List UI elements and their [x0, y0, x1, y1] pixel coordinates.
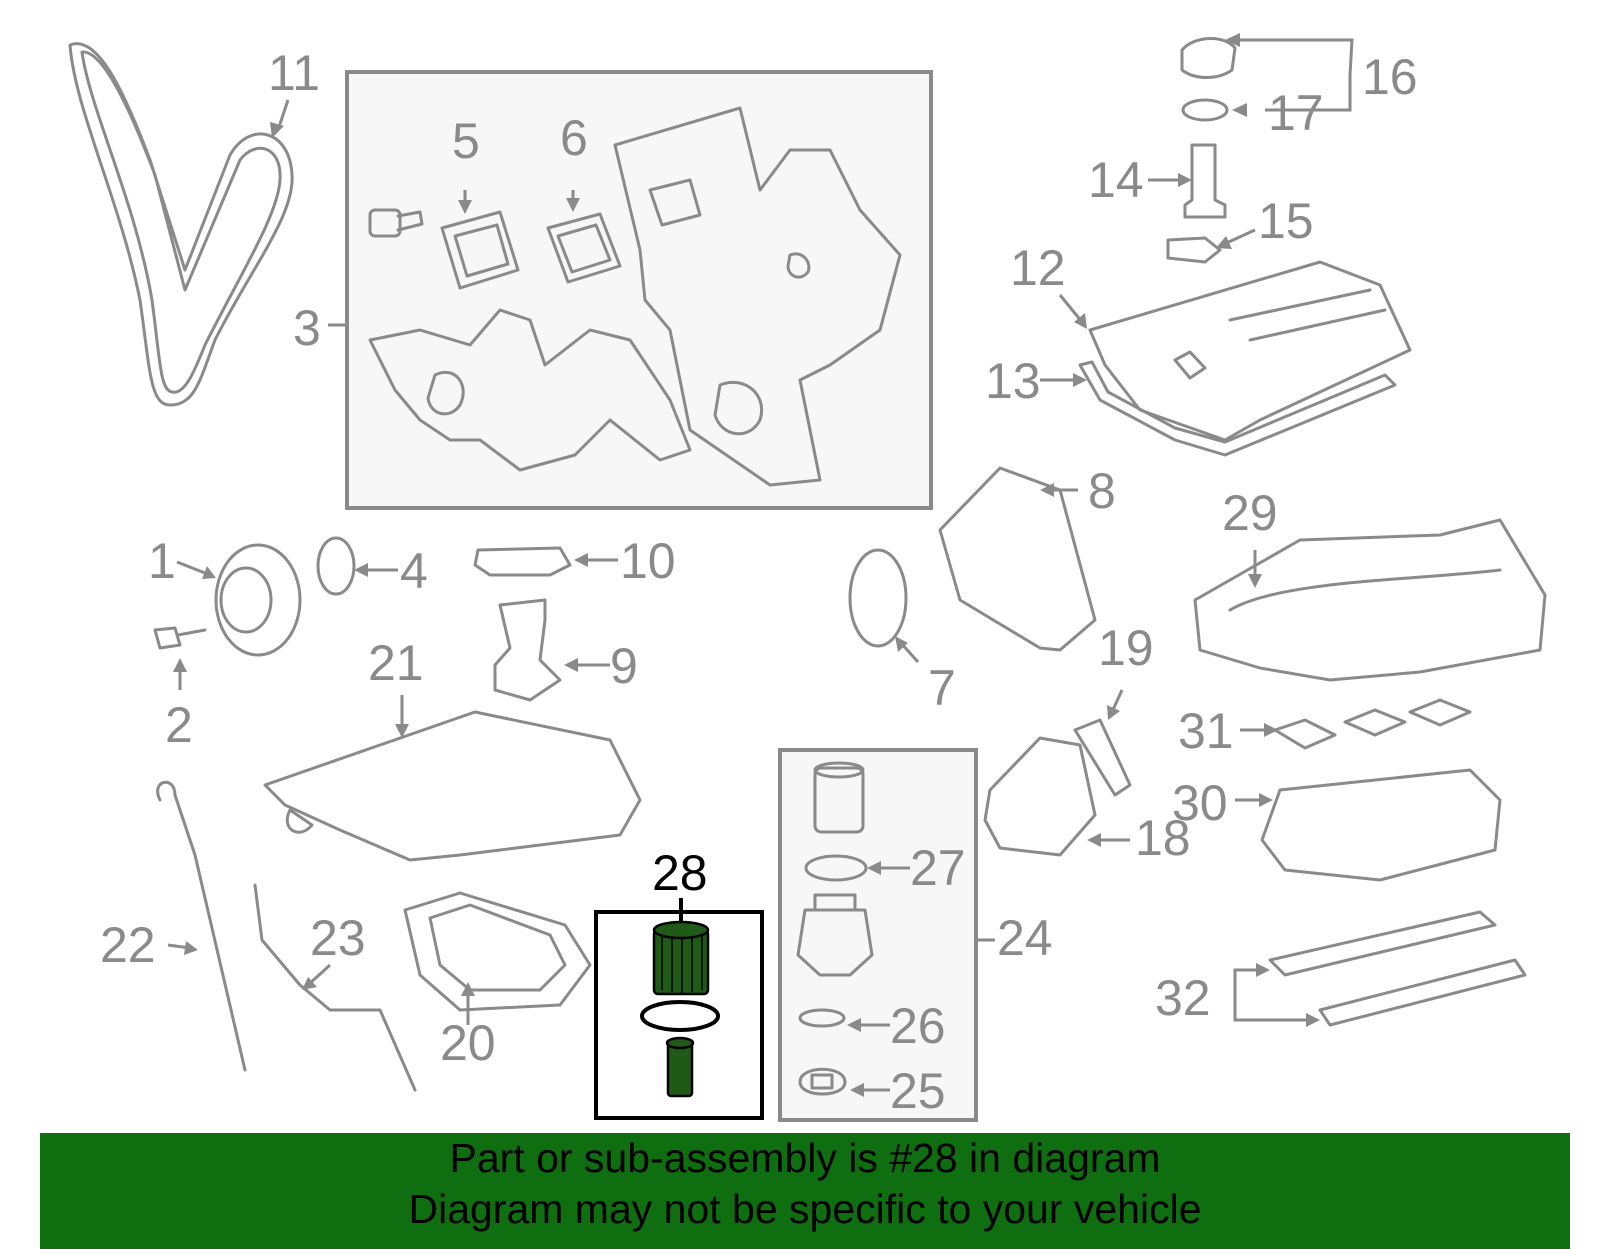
callout-2: 2: [165, 697, 193, 753]
crankshaft-pulley: [214, 543, 302, 657]
cap-gasket: [1181, 98, 1229, 122]
leader-lines: [167, 33, 1354, 1097]
oil-filter-bracket: [983, 736, 1097, 857]
drain-plug-25: [798, 1067, 847, 1096]
callout-11: 11: [268, 45, 320, 101]
callout-7: 7: [928, 660, 956, 716]
lower-intake-manifold: [1260, 768, 1502, 882]
water-pump: [368, 308, 692, 472]
callout-3: 3: [293, 300, 321, 356]
callout-30: 30: [1172, 775, 1228, 831]
callout-1: 1: [148, 533, 176, 589]
callout-27: 27: [910, 840, 966, 896]
gasket-32-lower: [1318, 958, 1527, 1027]
callout-14: 14: [1088, 152, 1144, 208]
callout-28[interactable]: 28: [652, 845, 708, 901]
callout-10: 10: [620, 533, 676, 589]
pulley-bolt: [153, 626, 207, 650]
callout-26: 26: [890, 998, 946, 1054]
callout-25: 25: [890, 1063, 946, 1119]
callout-6: 6: [560, 110, 588, 166]
bracket-gasket: [1073, 718, 1132, 797]
callout-21: 21: [368, 635, 424, 691]
timing-cover: [613, 106, 902, 487]
upper-oil-pan: [263, 710, 642, 862]
timing-chain: [68, 42, 294, 407]
filter-element-24: [813, 761, 865, 834]
banner-line-disclaimer: Diagram may not be specific to your vehi…: [408, 1186, 1202, 1232]
callout-19: 19: [1098, 620, 1154, 676]
filter-cap: [796, 893, 874, 977]
valve-cover-gasket: [1078, 360, 1397, 457]
gasket-10: [473, 546, 572, 577]
callout-20: 20: [440, 1015, 496, 1071]
callout-13: 13: [985, 353, 1041, 409]
callout-9: 9: [610, 638, 638, 694]
callout-12: 12: [1010, 240, 1066, 296]
intake-manifold: [1193, 518, 1547, 682]
callout-31: 31: [1178, 703, 1234, 759]
intake-gaskets-31: [1273, 698, 1472, 750]
info-banner: Part or sub-assembly is #28 in diagram D…: [40, 1133, 1570, 1249]
callout-23: 23: [310, 910, 366, 966]
callout-5: 5: [452, 113, 480, 169]
gasket-32-upper: [1268, 910, 1497, 977]
oil-pump-rotor: [848, 548, 908, 648]
tube-gasket: [1166, 236, 1222, 264]
callout-17: 17: [1268, 85, 1324, 141]
group-box-24: [778, 748, 978, 1122]
lower-oil-pan: [403, 891, 592, 1012]
callout-8: 8: [1088, 463, 1116, 519]
dipstick: [156, 780, 247, 1072]
o-ring-27: [804, 854, 868, 882]
dipstick-tube: [253, 883, 417, 1092]
oil-filter-28[interactable]: [640, 920, 720, 1098]
oil-filler-cap: [1180, 37, 1237, 79]
gasket-26: [798, 1008, 846, 1028]
callout-22: 22: [100, 917, 156, 973]
oil-strainer: [493, 598, 562, 702]
gasket-5: [440, 210, 520, 290]
callout-4: 4: [400, 543, 428, 599]
oil-pump-cover: [938, 466, 1097, 652]
callout-29: 29: [1222, 485, 1278, 541]
oil-filler-tube: [1183, 143, 1227, 219]
callout-15: 15: [1258, 193, 1314, 249]
callout-18: 18: [1135, 810, 1191, 866]
callout-32: 32: [1155, 970, 1211, 1026]
valve-cover: [1088, 260, 1412, 442]
banner-line-part-number: Part or sub-assembly is #28 in diagram: [449, 1135, 1161, 1181]
gasket-6: [546, 212, 622, 284]
callout-16: 16: [1362, 49, 1418, 105]
o-ring-4: [316, 536, 356, 596]
bolt-part: [368, 208, 424, 238]
callout-24: 24: [997, 910, 1053, 966]
